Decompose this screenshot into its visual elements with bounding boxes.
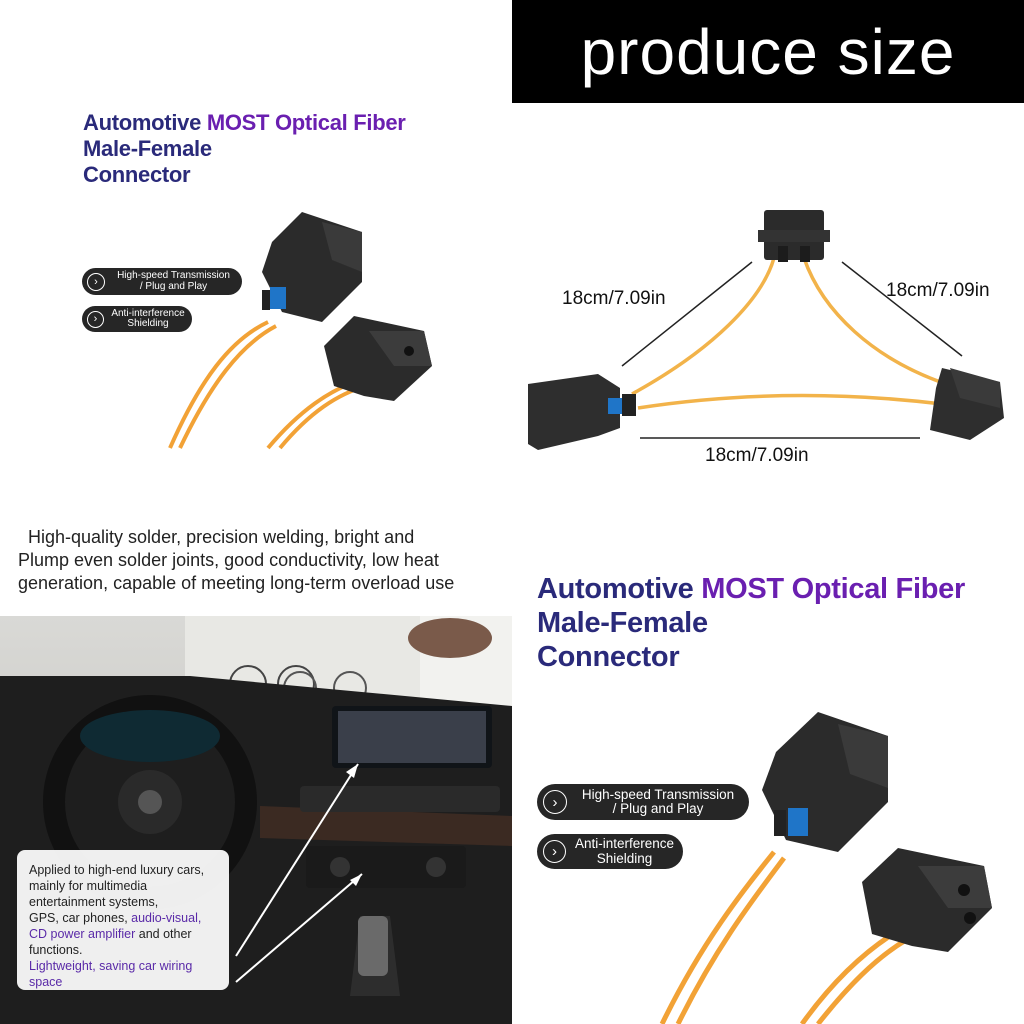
application-line: mainly for multimedia: [29, 879, 148, 893]
car-interior-panel: High-quality solder, precision welding, …: [0, 512, 512, 1024]
product-title-line-1: Automotive MOST Optical Fiber: [83, 110, 406, 136]
dimension-label-bottom: 18cm/7.09in: [705, 445, 809, 466]
product-panel-bottom-right: Automotive MOST Optical Fiber Male-Femal…: [512, 512, 1024, 1024]
feature-line: Anti-interference: [574, 836, 675, 852]
application-highlight: CD power amplifier: [29, 927, 136, 941]
application-text: and other: [135, 927, 192, 941]
product-title-line-1: Automotive MOST Optical Fiber: [537, 572, 965, 606]
top-connector: [758, 210, 830, 262]
feature-badge-shielding: › Anti-interference Shielding: [82, 306, 192, 332]
fiber-cable: [278, 384, 367, 450]
fiber-cable: [799, 929, 898, 1024]
application-line: entertainment systems,: [29, 895, 159, 909]
application-text: GPS, car phones,: [29, 911, 132, 925]
fiber-cable: [659, 850, 776, 1024]
feature-line: Anti-interference: [111, 307, 185, 319]
product-title-line-2: Male-Female: [537, 607, 708, 640]
product-title-line-2: Male-Female: [83, 135, 212, 161]
male-connector: [862, 848, 992, 952]
fiber-cable: [637, 393, 943, 410]
product-panel-top-left: Automotive MOST Optical Fiber Male-Femal…: [0, 0, 512, 500]
application-highlight: audio-visual,: [131, 911, 202, 925]
dimension-line-right: [841, 261, 963, 357]
quality-line: High-quality solder, precision welding, …: [28, 527, 415, 547]
fiber-cable: [816, 937, 908, 1024]
feature-badge-speed: › High-speed Transmission / Plug and Pla…: [537, 784, 749, 820]
arrow-to-console: [235, 873, 363, 983]
feature-text: Anti-interference Shielding: [104, 307, 192, 330]
application-line: CD power amplifier and other: [29, 926, 219, 942]
chevron-right-icon: ›: [87, 310, 104, 328]
product-title: Automotive MOST Optical Fiber Male-Femal…: [537, 572, 965, 675]
product-title-line-3: Connector: [537, 641, 680, 674]
application-line: Applied to high-end luxury cars,: [29, 863, 205, 877]
application-line: functions.: [29, 943, 83, 957]
chevron-right-icon: ›: [543, 840, 566, 863]
size-header: produce size: [512, 0, 1024, 103]
female-connector: [262, 212, 362, 322]
dimension-label-left: 18cm/7.09in: [562, 288, 666, 309]
application-highlight-line: Lightweight, saving car wiring space: [29, 959, 193, 989]
fiber-cable: [631, 257, 776, 396]
quality-line: Plump even solder joints, good conductiv…: [18, 550, 439, 570]
product-title-line-3: Connector: [83, 161, 191, 187]
size-header-text: produce size: [580, 15, 956, 88]
feature-line: Shielding: [596, 850, 653, 866]
size-diagram: [528, 210, 1004, 450]
right-connector: [930, 368, 1004, 440]
fiber-cable: [802, 257, 953, 388]
title-word-most: MOST Optical Fiber: [206, 110, 406, 135]
male-connector: [324, 316, 432, 401]
feature-line: High-speed Transmission: [581, 786, 735, 802]
feature-text: Anti-interference Shielding: [566, 836, 683, 866]
size-panel: produce size 18cm/7.09in 18cm/7.09in: [512, 0, 1024, 500]
arrow-to-screen: [235, 763, 359, 957]
quality-description: High-quality solder, precision welding, …: [18, 526, 508, 595]
feature-text: High-speed Transmission / Plug and Play: [567, 786, 749, 816]
title-word-automotive: Automotive: [537, 573, 702, 605]
application-line: GPS, car phones, audio-visual,: [29, 910, 219, 926]
feature-line: / Plug and Play: [139, 280, 208, 292]
feature-line: / Plug and Play: [612, 801, 704, 816]
fiber-cable: [178, 324, 277, 449]
fiber-cable: [675, 856, 786, 1024]
connector-photo: [168, 212, 432, 450]
feature-badge-speed: › High-speed Transmission / Plug and Pla…: [82, 268, 242, 295]
dimension-label-right: 18cm/7.09in: [886, 280, 990, 301]
title-word-most: MOST Optical Fiber: [701, 573, 965, 605]
feature-badge-shielding: › Anti-interference Shielding: [537, 834, 683, 869]
title-word-automotive: Automotive: [83, 110, 207, 135]
product-title: Automotive MOST Optical Fiber Male-Femal…: [83, 110, 406, 188]
left-connector: [528, 374, 636, 450]
connector-photo: [659, 712, 992, 1024]
quality-line: generation, capable of meeting long-term…: [18, 573, 455, 593]
chevron-right-icon: ›: [543, 790, 567, 814]
female-connector: [762, 712, 888, 852]
application-info-box: Applied to high-end luxury cars, mainly …: [17, 850, 229, 990]
dimension-line-left: [621, 261, 753, 367]
fiber-cable: [168, 320, 269, 449]
feature-text: High-speed Transmission / Plug and Play: [105, 270, 242, 292]
chevron-right-icon: ›: [87, 272, 105, 291]
feature-line: High-speed Transmission: [117, 270, 230, 281]
feature-line: Shielding: [127, 318, 169, 329]
